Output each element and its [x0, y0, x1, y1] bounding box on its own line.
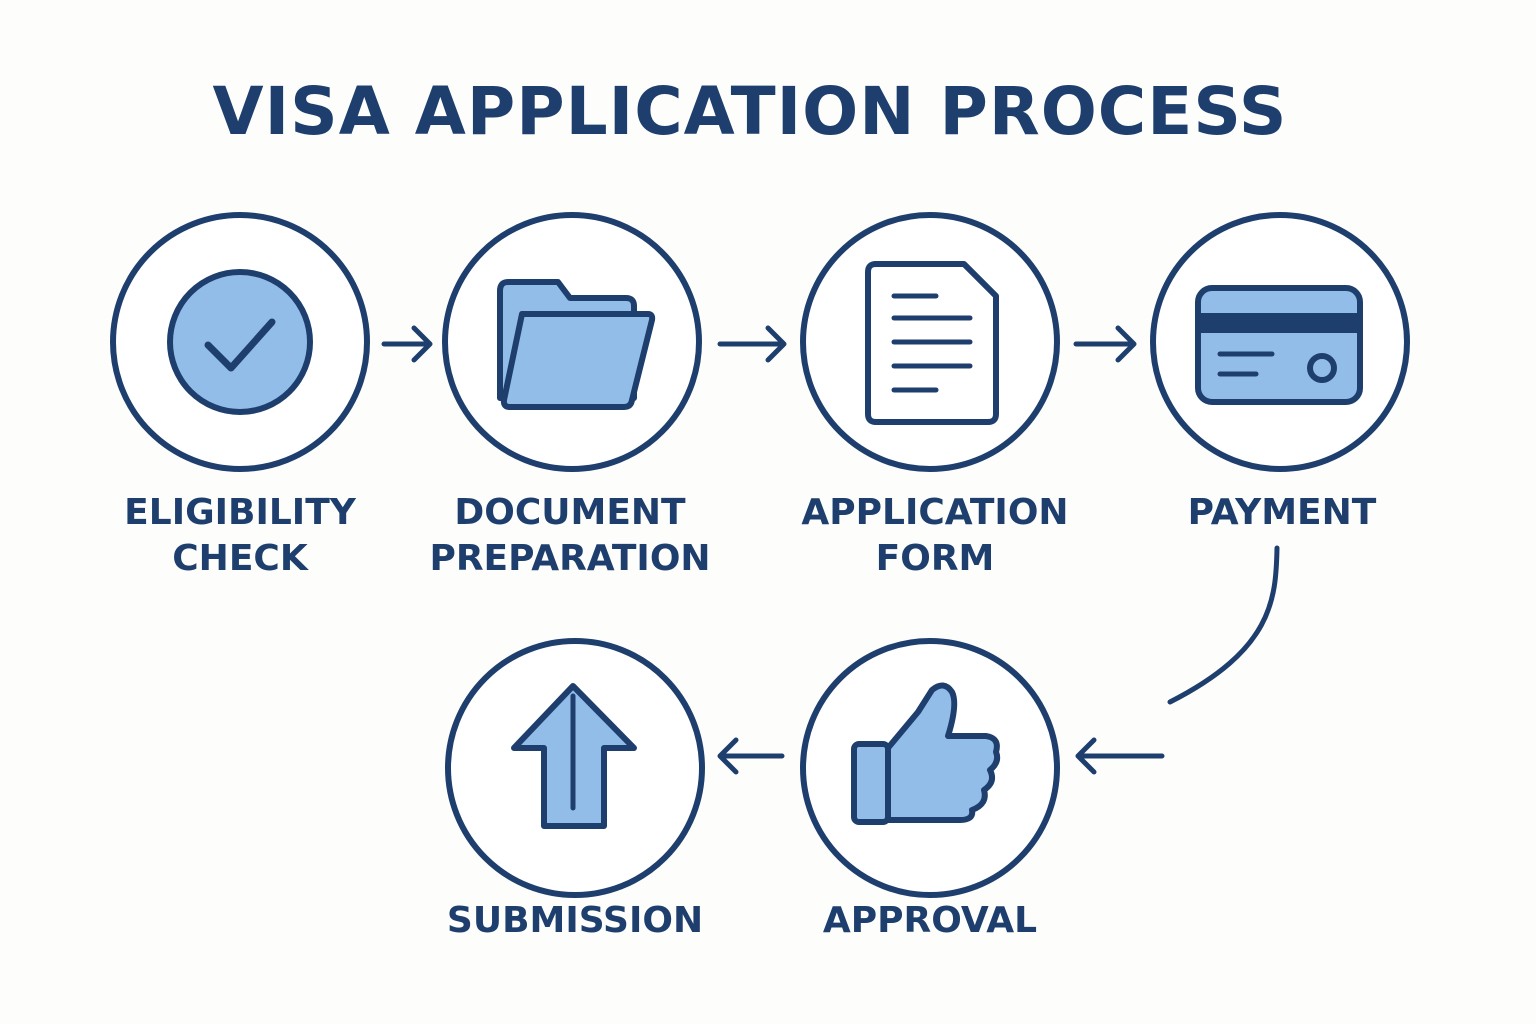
step-eligibility [110, 212, 370, 472]
label-documents-line-2: PREPARATION [429, 538, 711, 579]
label-eligibility-line-1: ELIGIBILITY [124, 492, 356, 533]
label-submission: SUBMISSION [415, 898, 735, 944]
folder-icon [497, 279, 656, 410]
step-approval [800, 638, 1060, 898]
label-submission-line-1: SUBMISSION [446, 900, 704, 941]
label-approval-line-1: APPROVAL [822, 900, 1038, 941]
label-payment: PAYMENT [1122, 490, 1442, 536]
check-circle-icon [167, 269, 313, 415]
upload-arrow-icon [511, 683, 637, 829]
connector-documents-to-form [717, 325, 787, 363]
label-documents-line-1: DOCUMENT [454, 492, 686, 533]
label-payment-line-1: PAYMENT [1187, 492, 1377, 533]
connector-payment-to-approval [1075, 545, 1280, 775]
step-documents [442, 212, 702, 472]
credit-card-icon [1195, 285, 1363, 405]
label-eligibility: ELIGIBILITY CHECK [80, 490, 400, 582]
step-form [800, 212, 1060, 472]
page-title: VISA APPLICATION PROCESS [212, 73, 1288, 150]
label-form-line-2: FORM [875, 538, 995, 579]
label-approval: APPROVAL [770, 898, 1090, 944]
step-submission [445, 638, 705, 898]
label-documents: DOCUMENT PREPARATION [410, 490, 730, 582]
connector-form-to-payment [1073, 325, 1137, 363]
thumbs-up-icon [851, 682, 1001, 825]
label-form: APPLICATION FORM [775, 490, 1095, 582]
label-form-line-1: APPLICATION [801, 492, 1069, 533]
document-icon [865, 261, 999, 425]
label-eligibility-line-2: CHECK [172, 538, 308, 579]
connector-approval-to-submission [717, 737, 785, 775]
step-payment [1150, 212, 1410, 472]
connector-eligibility-to-documents [381, 325, 433, 363]
